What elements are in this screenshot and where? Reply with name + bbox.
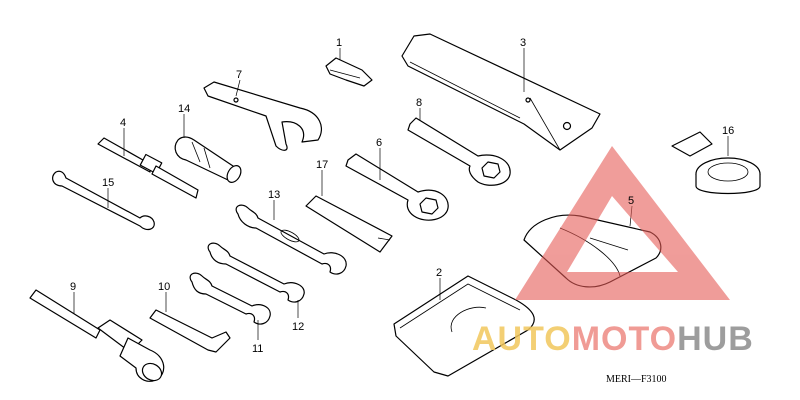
callout-8: 8 (416, 97, 422, 109)
part-12-wrench (207, 242, 305, 318)
part-2-pouch (393, 275, 535, 377)
diagram-code: MERI—F3100 (606, 374, 667, 385)
callout-1: 1 (336, 37, 342, 49)
part-3-tool-bag (401, 33, 601, 151)
part-14-handle (174, 114, 242, 183)
watermark-triangle (515, 146, 730, 300)
callout-17: 17 (316, 159, 328, 171)
callout-4: 4 (120, 117, 126, 129)
watermark-hub: HUB (677, 320, 754, 358)
callout-14: 14 (178, 103, 190, 115)
callout-12: 12 (292, 321, 304, 333)
callout-6: 6 (376, 137, 382, 149)
callout-11: 11 (252, 343, 263, 355)
callout-16: 16 (722, 125, 734, 137)
watermark-auto: AUTO (472, 320, 572, 358)
part-1-clip (325, 48, 373, 87)
part-15-bar-wrench (52, 170, 155, 231)
callout-2: 2 (436, 267, 442, 279)
part-17-strap (305, 170, 393, 253)
callout-9: 9 (70, 281, 76, 293)
watermark-moto: MOTO (572, 320, 677, 358)
callout-labels: 1 2 3 4 5 6 7 8 9 10 11 12 13 14 15 16 1… (70, 37, 734, 355)
part-11-wrench (189, 272, 271, 340)
callout-10: 10 (158, 281, 170, 293)
callout-13: 13 (268, 189, 280, 201)
part-13-wrench (235, 200, 347, 275)
callout-5: 5 (628, 195, 634, 207)
callout-3: 3 (520, 37, 526, 49)
part-16-gauge (671, 131, 761, 195)
part-10-hex-key (149, 292, 231, 353)
part-9-box-wrench (29, 289, 165, 382)
svg-text:AUTOMOTOHUB: AUTOMOTOHUB (472, 320, 754, 358)
callout-7: 7 (236, 69, 242, 81)
part-6-ring-wrench (345, 148, 449, 221)
callout-15: 15 (102, 177, 114, 189)
watermark: AUTOMOTOHUB (472, 146, 754, 358)
part-8-ring-wrench (407, 108, 511, 186)
part-7-pin-spanner (203, 79, 322, 151)
part-4-screwdriver (97, 128, 199, 199)
